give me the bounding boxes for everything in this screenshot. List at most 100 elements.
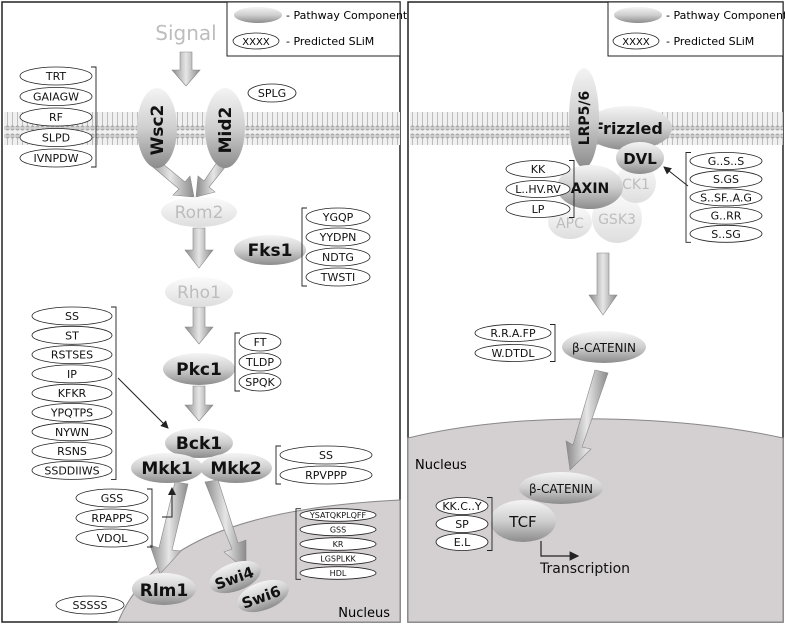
wsc2-node: Wsc2 [137, 88, 177, 168]
catenin-slim-item: R.R.A.FP [474, 324, 552, 342]
pkc1-slim-item: FT [238, 332, 282, 352]
bck1-slim-item: SS [31, 306, 113, 326]
wsc2-slim-item: GAIAGW [19, 87, 93, 106]
bck1-slim-label: NYWN [55, 426, 89, 439]
fks1-label: Fks1 [248, 241, 293, 261]
mid2-slim-item: SPLG [247, 83, 297, 103]
wsc2-label: Wsc2 [148, 105, 168, 156]
pkc1-slim-item: TLDP [238, 352, 282, 372]
swi-slim-item: HDL [299, 566, 377, 580]
catenin-cyto-label: β-CATENIN [572, 341, 636, 355]
rlm1-node: Rlm1 [132, 573, 196, 605]
transcription-arrow [540, 541, 580, 561]
axin-slim-item: LP [505, 200, 571, 218]
tcf-slim-label: SP [455, 518, 469, 531]
rlm1-label: Rlm1 [140, 581, 188, 601]
right-legend: - Pathway Component XXXX - Predicted SLi… [607, 1, 785, 57]
legend-slim-icon [232, 32, 280, 50]
catenin-slim-label: W.DTDL [492, 347, 536, 360]
mkk2-label: Mkk2 [210, 459, 261, 479]
right-nucleus-label: Nucleus [415, 458, 467, 473]
bck1-slim-item: KFKR [31, 383, 113, 403]
lrp-node: LRP5/6 [569, 68, 599, 168]
mkk2-slims: SS RPVPPP [275, 445, 373, 485]
legend-slim-label: - Predicted SLiM [286, 35, 374, 48]
big-arrows-left [146, 51, 247, 575]
tcf-slim-item: E.L [435, 533, 489, 551]
wsc2-slim-label: SLPD [42, 132, 70, 145]
swi-slim-bracket [295, 508, 301, 580]
wsc2-slim-item: IVNPDW [19, 148, 93, 168]
mkk2-slim-label: RPVPPP [305, 469, 347, 482]
bck1-slim-label: ST [65, 329, 79, 342]
bck1-slim-item: YPQTPS [31, 403, 113, 422]
mid2-label: Mid2 [216, 107, 236, 154]
fks1-slim-label: YYDPN [319, 231, 357, 244]
pkc1-slim-item: SPQK [238, 372, 282, 392]
dvl-label: DVL [623, 150, 657, 168]
tcf-node: TCF [490, 500, 556, 542]
pkc1-label: Pkc1 [176, 360, 222, 380]
mkk1-label: Mkk1 [141, 459, 192, 479]
swi-slim-label: LGSPLKK [320, 555, 356, 564]
rom2-label: Rom2 [175, 203, 224, 223]
fks1-slim-item: YYDPN [305, 227, 371, 247]
mkk1-slim-item: GSS [75, 488, 149, 508]
bck1-slim-label: RSNS [57, 445, 87, 458]
bck1-slim-label: RSTSES [51, 349, 93, 362]
swi4-node: Swi4 [209, 560, 261, 594]
transcription-label: Transcription [539, 561, 630, 577]
legend-component-icon [614, 7, 662, 23]
ck1-label: CK1 [622, 177, 650, 193]
axin-slim-label: L..HV.RV [515, 183, 561, 196]
swi-slim-label: GSS [330, 526, 346, 535]
mkk1-slim-item: RPAPPS [75, 508, 149, 528]
dvl-slim-label: G..S..S [708, 155, 744, 168]
bck1-slim-label: KFKR [58, 387, 87, 400]
axin-slim-bracket [569, 160, 575, 218]
bck1-slim-label: YPQTPS [50, 407, 93, 420]
rho1-label: Rho1 [177, 283, 221, 303]
tcf-slim-item: KK.C..Y [435, 497, 489, 515]
pkc1-slim-label: TLDP [245, 356, 274, 369]
mkk2-slim-item: RPVPPP [279, 465, 373, 485]
mkk2-slim-bracket [275, 445, 281, 485]
legend-slim-example: XXXX [622, 37, 650, 48]
mkk1-slim-arrow [162, 487, 176, 518]
bck1-slim-label: IP [67, 368, 77, 381]
swi-slim-item: LGSPLKK [299, 551, 377, 566]
bck1-node: Bck1 [165, 428, 233, 458]
swi-slim-label: HDL [330, 569, 347, 578]
fks1-slim-item: TWSTI [305, 267, 371, 287]
wsc2-slim-item: SLPD [19, 128, 93, 147]
pkc1-node: Pkc1 [163, 353, 235, 385]
bck1-slim-bracket [111, 306, 117, 480]
legend-slim-example: XXXX [242, 37, 270, 48]
bck1-slim-item: IP [31, 364, 113, 384]
left-nucleus-label: Nucleus [338, 606, 390, 621]
dvl-slim-bracket [685, 152, 691, 243]
wsc2-slim-item: RF [19, 107, 93, 127]
mkk2-slim-item: SS [279, 445, 373, 465]
dvl-slim-item: G..RR [689, 206, 763, 225]
bck1-label: Bck1 [176, 434, 222, 454]
apc-label: APC [556, 216, 584, 232]
big-arrows-right [565, 252, 618, 471]
catenin-slim-bracket [550, 324, 556, 362]
rho1-node: Rho1 [165, 277, 233, 307]
swi-slim-item: GSS [299, 522, 377, 537]
catenin-slim-item: W.DTDL [474, 344, 552, 362]
mkk1-slim-label: GSS [101, 492, 124, 505]
bck1-slim-label: SSDDIIWS [44, 464, 99, 477]
mkk1-slim-bracket [147, 488, 153, 548]
gsk3-label: GSK3 [598, 212, 636, 228]
pkc1-slims: FT TLDP SPQK [234, 332, 282, 392]
wsc2-slim-label: IVNPDW [34, 152, 79, 165]
wsc2-slim-label: RF [49, 111, 63, 124]
bck1-slims: SS ST RSTSES IP KFKR YPQTPS NYWN RSNS SSDDIIWS [31, 306, 117, 480]
tcf-slim-label: KK.C..Y [442, 500, 482, 513]
rlm1-slim-label: SSSSS [73, 599, 108, 612]
dvl-slim-label: G..RR [711, 210, 742, 223]
